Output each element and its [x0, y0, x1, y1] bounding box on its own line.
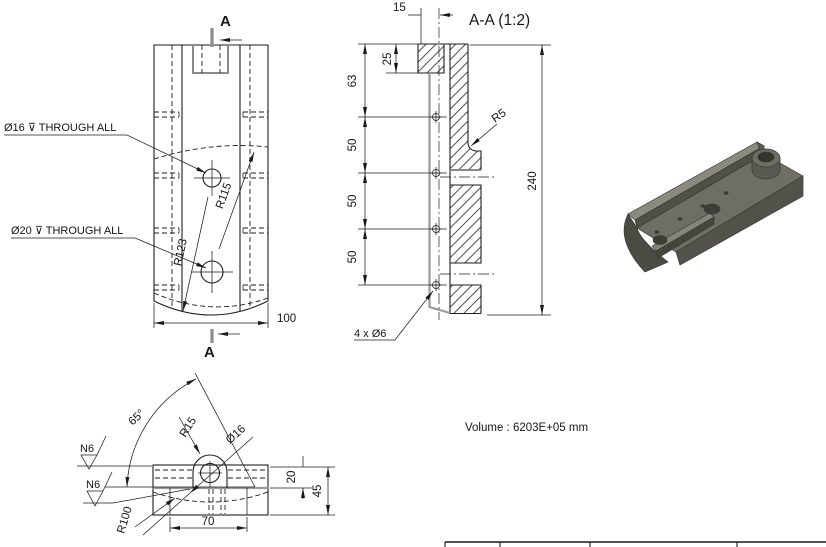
iso-hole-d20 — [652, 235, 668, 245]
iso-lip-front — [655, 216, 715, 259]
front-view: R123 R115 Ø16 ⊽ THROUGH ALL Ø20 ⊽ THROUG… — [4, 13, 296, 361]
volume-note: Volume : 6203E+05 mm — [465, 422, 588, 434]
dim-r100-label: R100 — [115, 505, 135, 535]
hole-d20-centerlines — [191, 251, 233, 293]
dim-50-3-label: 50 — [347, 251, 359, 264]
left-dim-ext-lines — [358, 43, 447, 286]
front-view-groove-hidden — [154, 111, 268, 291]
leader-r123 — [182, 196, 209, 312]
dim-65-label: 65° — [127, 407, 148, 428]
section-hatch-bottom-block — [450, 285, 481, 313]
dim-r5-label: R5 — [490, 107, 509, 125]
callout-4xd6-label: 4 x Ø6 — [354, 328, 386, 340]
dim-25-label: 25 — [382, 53, 394, 66]
dim-63-label: 63 — [347, 75, 359, 88]
callout-d16-label: Ø16 ⊽ THROUGH ALL — [4, 122, 116, 134]
finish-slot-symbol — [86, 471, 113, 507]
front-view-groove-ticks — [178, 112, 244, 290]
section-view: A-A (1:2) 15 63 25 50 50 50 — [347, 2, 551, 341]
end-view-body — [152, 464, 269, 516]
angle-65-arc — [125, 378, 197, 488]
arc-r115-hidden — [153, 145, 269, 160]
iso-view — [623, 141, 804, 273]
section-back-face-edge — [428, 73, 451, 315]
dim-100-label: 100 — [277, 313, 296, 325]
dim-50-1-label: 50 — [347, 139, 359, 152]
section-view-title: A-A (1:2) — [469, 12, 530, 29]
end-view-hole-centerlines — [198, 461, 222, 487]
callout-4xd6-leader — [354, 290, 434, 341]
leader-r115 — [218, 151, 255, 250]
callout-d16-leader — [4, 134, 207, 174]
leader-r100 — [134, 497, 176, 528]
section-hatch-mid-block — [450, 185, 481, 263]
end-view-hidden-slots — [208, 489, 226, 514]
arc-r123-hidden — [153, 292, 269, 308]
title-block — [444, 541, 826, 547]
end-view-r100-arc — [152, 491, 269, 503]
section-groove-centerlines — [440, 176, 497, 275]
section-outline — [417, 43, 482, 315]
section-hatch-upper-wall — [450, 44, 481, 170]
iso-small-holes — [654, 191, 729, 234]
dim-r15-label: R15 — [178, 415, 199, 439]
dim-240-ext — [470, 44, 551, 316]
end-view-hidden-channel — [155, 469, 266, 479]
iso-hole-d16 — [703, 203, 721, 215]
dim-70-label: 70 — [202, 516, 215, 528]
finish-slot-label: N6 — [86, 479, 100, 491]
dim-r5-leader — [470, 123, 498, 147]
title-block-dividers — [444, 542, 738, 547]
leader-d16 — [189, 436, 254, 494]
front-view-outline — [153, 44, 269, 316]
front-view-top-notch — [192, 45, 229, 74]
finish-top-symbol — [80, 435, 107, 470]
iso-curved-end — [623, 213, 669, 273]
dim-r123-label: R123 — [172, 238, 189, 267]
end-view-block-edges — [169, 488, 248, 515]
callout-d20-label: Ø20 ⊽ THROUGH ALL — [11, 225, 123, 237]
front-view-notch-hidden — [201, 45, 221, 73]
leader-d16-tail — [142, 492, 191, 536]
section-hole-centers — [430, 111, 442, 291]
dim-45-label: 45 — [312, 485, 324, 498]
finish-top-label: N6 — [80, 443, 94, 455]
iso-front-face — [675, 175, 804, 266]
end-view: 65° R15 Ø16 R100 N6 N6 70 20 45 — [77, 372, 335, 536]
dim-50-2-label: 50 — [347, 195, 359, 208]
dim-15-label: 15 — [393, 2, 406, 14]
section-label-bottom: A — [204, 344, 215, 361]
front-view-hidden-edges — [171, 45, 251, 309]
angle-65-rays — [105, 372, 256, 488]
section-label-top: A — [220, 13, 231, 30]
dim-240-label: 240 — [527, 171, 539, 190]
section-hatch-top-left — [418, 44, 444, 73]
front-view-inner-edges — [181, 45, 241, 311]
dim-20-label: 20 — [286, 471, 298, 484]
iso-boss-hole — [757, 151, 775, 163]
callout-d20-leader — [11, 237, 207, 269]
leader-r15 — [178, 416, 201, 455]
dim-d16-label: Ø16 — [224, 423, 248, 446]
dim-right-ext — [270, 466, 335, 516]
hole-d16-centerlines — [194, 160, 230, 196]
